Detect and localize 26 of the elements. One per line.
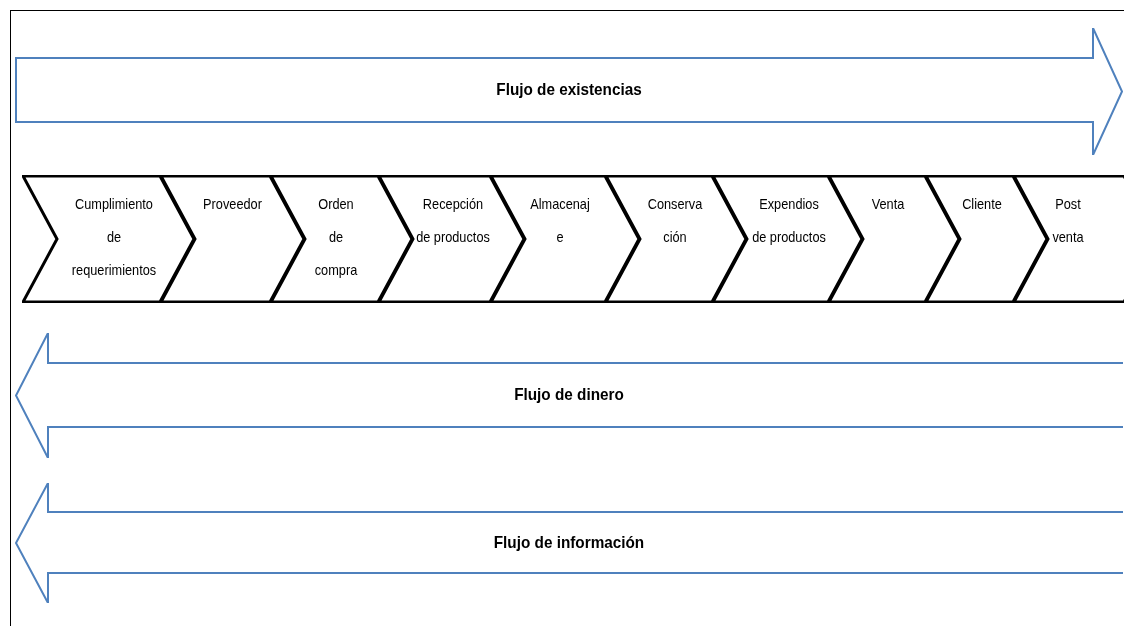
process-step [828, 175, 961, 303]
flow-label: Flujo de información [492, 531, 646, 554]
flow-banner [15, 28, 1123, 155]
flow-label: Flujo de dinero [513, 384, 625, 406]
step-label: Venta [870, 194, 906, 214]
process-step [270, 175, 414, 303]
step-label: Post venta [1051, 194, 1085, 247]
step-label: Proveedor [203, 194, 261, 214]
process-step [378, 175, 526, 303]
process-step [1013, 175, 1124, 303]
flow-banner [15, 333, 1123, 458]
process-step [160, 175, 306, 303]
step-label: Almacenaj e [529, 194, 591, 247]
step-label: Cliente [961, 194, 1003, 214]
step-label: Cumplimiento de requerimientos [71, 194, 157, 280]
process-step [490, 175, 641, 303]
flow-label: Flujo de existencias [495, 79, 643, 101]
step-label: Recepción de productos [415, 194, 491, 247]
process-step [712, 175, 864, 303]
process-step [22, 175, 196, 303]
step-label: Orden de compra [313, 194, 359, 280]
step-label: Conserva ción [646, 194, 704, 247]
flow-banner [15, 483, 1123, 603]
step-label: Expendios de productos [751, 194, 827, 247]
process-step [605, 175, 748, 303]
process-step [925, 175, 1049, 303]
